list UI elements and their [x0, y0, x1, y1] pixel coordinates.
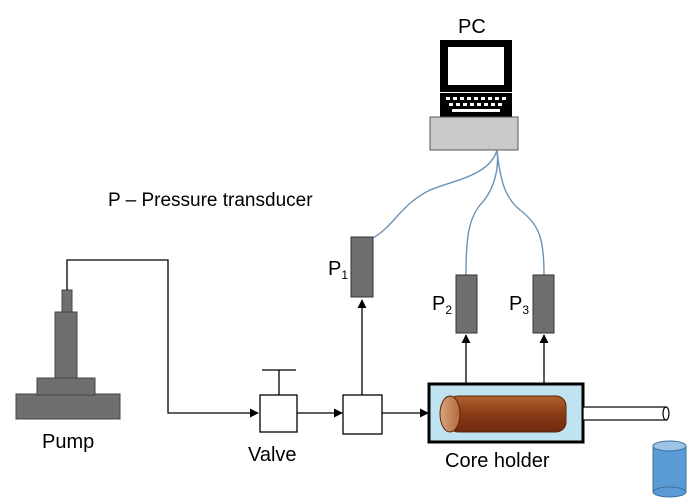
- cable-p1: [372, 149, 498, 239]
- core-holder: [427, 382, 585, 444]
- pump-base: [15, 393, 121, 420]
- pump-label: Pump: [42, 431, 94, 453]
- keyboard-keys-icon: [446, 97, 506, 112]
- junction-box: [342, 394, 383, 435]
- transducer-p1-label: P1: [328, 258, 348, 282]
- transducer-p2: [455, 274, 478, 334]
- outlet-tube: [582, 406, 670, 421]
- signal-cables: [372, 149, 545, 276]
- pump-step: [36, 377, 96, 396]
- legend-text: P – Pressure transducer: [108, 190, 313, 211]
- pump-outlet-line: [66, 259, 259, 418]
- transducer-p3-label: P3: [509, 293, 529, 317]
- pc-base: [429, 116, 519, 151]
- valve: [259, 369, 298, 433]
- transducer-p3: [532, 274, 555, 334]
- core-sample-cap: [439, 395, 461, 433]
- transducer-p2-label: P2: [432, 293, 452, 317]
- pump: [15, 289, 121, 420]
- cable-p3: [496, 149, 545, 276]
- flow-lines: [66, 259, 549, 418]
- core-sample: [447, 395, 567, 433]
- pump-piston: [61, 289, 73, 313]
- transducer-p1: [350, 236, 374, 298]
- pc-screen: [448, 47, 504, 85]
- collection-container-icon: [652, 440, 687, 498]
- core-holder-label: Core holder: [445, 450, 550, 472]
- cable-p2: [465, 149, 499, 276]
- pc-computer: [429, 40, 519, 151]
- valve-label: Valve: [248, 444, 297, 466]
- pump-body: [54, 311, 78, 379]
- valve-body: [259, 394, 298, 433]
- pc-label: PC: [458, 16, 486, 38]
